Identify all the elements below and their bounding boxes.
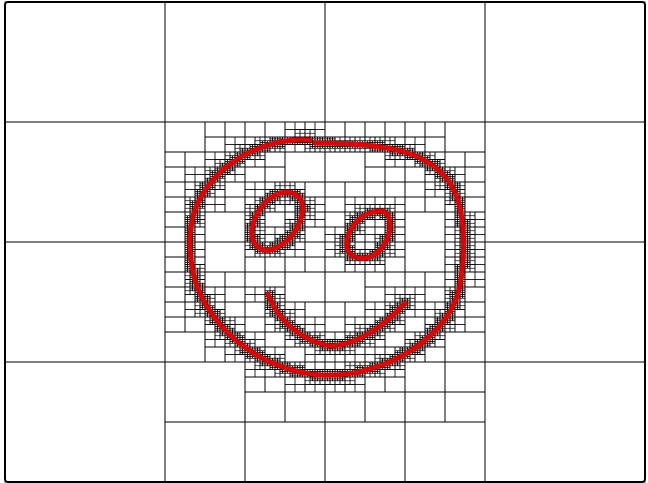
quadtree-cells: [4, 1, 646, 483]
